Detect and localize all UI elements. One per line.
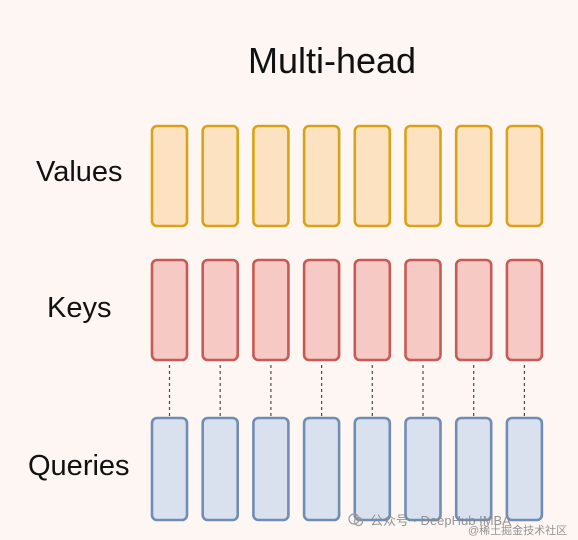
values-head-block	[302, 124, 341, 228]
row-label-values: Values	[36, 156, 123, 188]
watermark-subtext: @稀土掘金技术社区	[468, 525, 568, 537]
queries-head-block	[252, 416, 290, 522]
keys-head-block	[404, 258, 442, 362]
wechat-icon	[348, 512, 364, 526]
queries-head-block	[150, 416, 189, 522]
values-head-block	[252, 124, 290, 228]
values-head-block	[404, 124, 442, 228]
values-head-block	[150, 124, 189, 228]
row-label-queries: Queries	[28, 450, 130, 482]
watermark: 公众号 · DeepHub IMBA	[348, 510, 511, 529]
keys-head-block	[454, 258, 493, 362]
keys-head-block	[353, 258, 392, 362]
keys-head-block	[252, 258, 290, 362]
queries-head-block	[404, 416, 442, 522]
diagram-title: Multi-head	[248, 40, 417, 81]
queries-head-block	[353, 416, 392, 522]
keys-head-block	[505, 258, 544, 362]
values-head-block	[454, 124, 493, 228]
queries-head-block	[302, 416, 341, 522]
queries-head-block	[505, 416, 544, 522]
values-head-block	[505, 124, 544, 228]
keys-head-block	[302, 258, 341, 362]
values-head-block	[201, 124, 239, 228]
queries-head-block	[201, 416, 239, 522]
watermark-text: 公众号 · DeepHub IMBA	[370, 513, 511, 528]
keys-head-block	[201, 258, 239, 362]
values-head-block	[353, 124, 392, 228]
row-label-keys: Keys	[47, 292, 112, 324]
queries-head-block	[454, 416, 493, 522]
keys-head-block	[150, 258, 189, 362]
